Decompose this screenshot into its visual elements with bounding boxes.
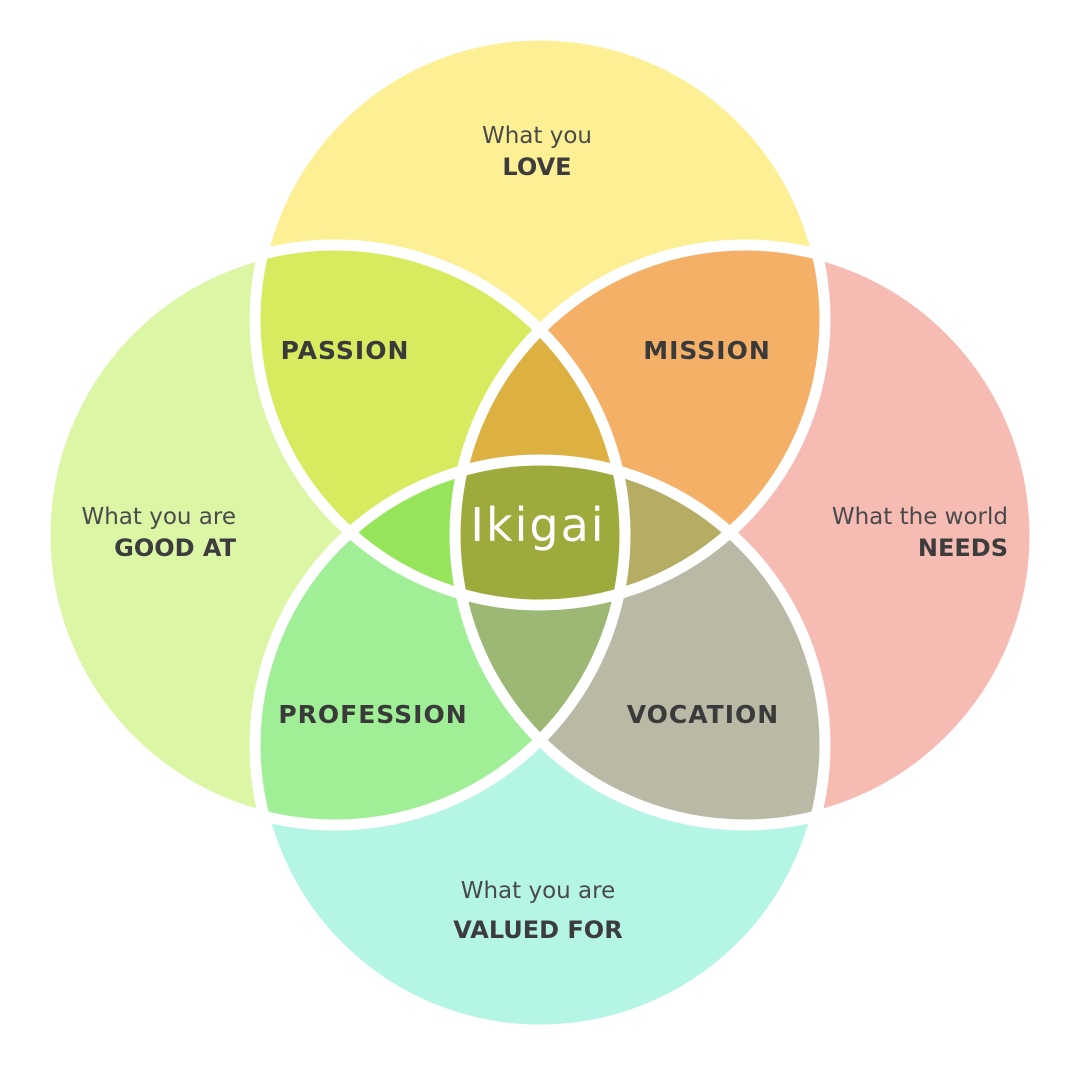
- mission-label: MISSION: [643, 336, 771, 365]
- love-caption-line2: LOVE: [502, 153, 571, 181]
- profession-label: PROFESSION: [278, 700, 467, 729]
- outline-good: [39, 239, 631, 831]
- outline-needs: [449, 239, 1041, 831]
- ikigai-label: Ikigai: [470, 498, 605, 552]
- love-caption-line1: What you: [482, 123, 592, 149]
- outline-love: [249, 29, 831, 611]
- vocation-label: VOCATION: [627, 700, 779, 729]
- good-caption-line2: GOOD AT: [114, 534, 236, 562]
- valued-caption-line1: What you are: [461, 878, 616, 904]
- good-caption-line1: What you are: [81, 504, 236, 530]
- needs-caption-line2: NEEDS: [918, 534, 1008, 562]
- passion-label: PASSION: [281, 336, 410, 365]
- needs-caption-line1: What the world: [832, 504, 1008, 530]
- valued-caption-line2: VALUED FOR: [453, 916, 622, 944]
- outline-valued: [249, 454, 831, 1036]
